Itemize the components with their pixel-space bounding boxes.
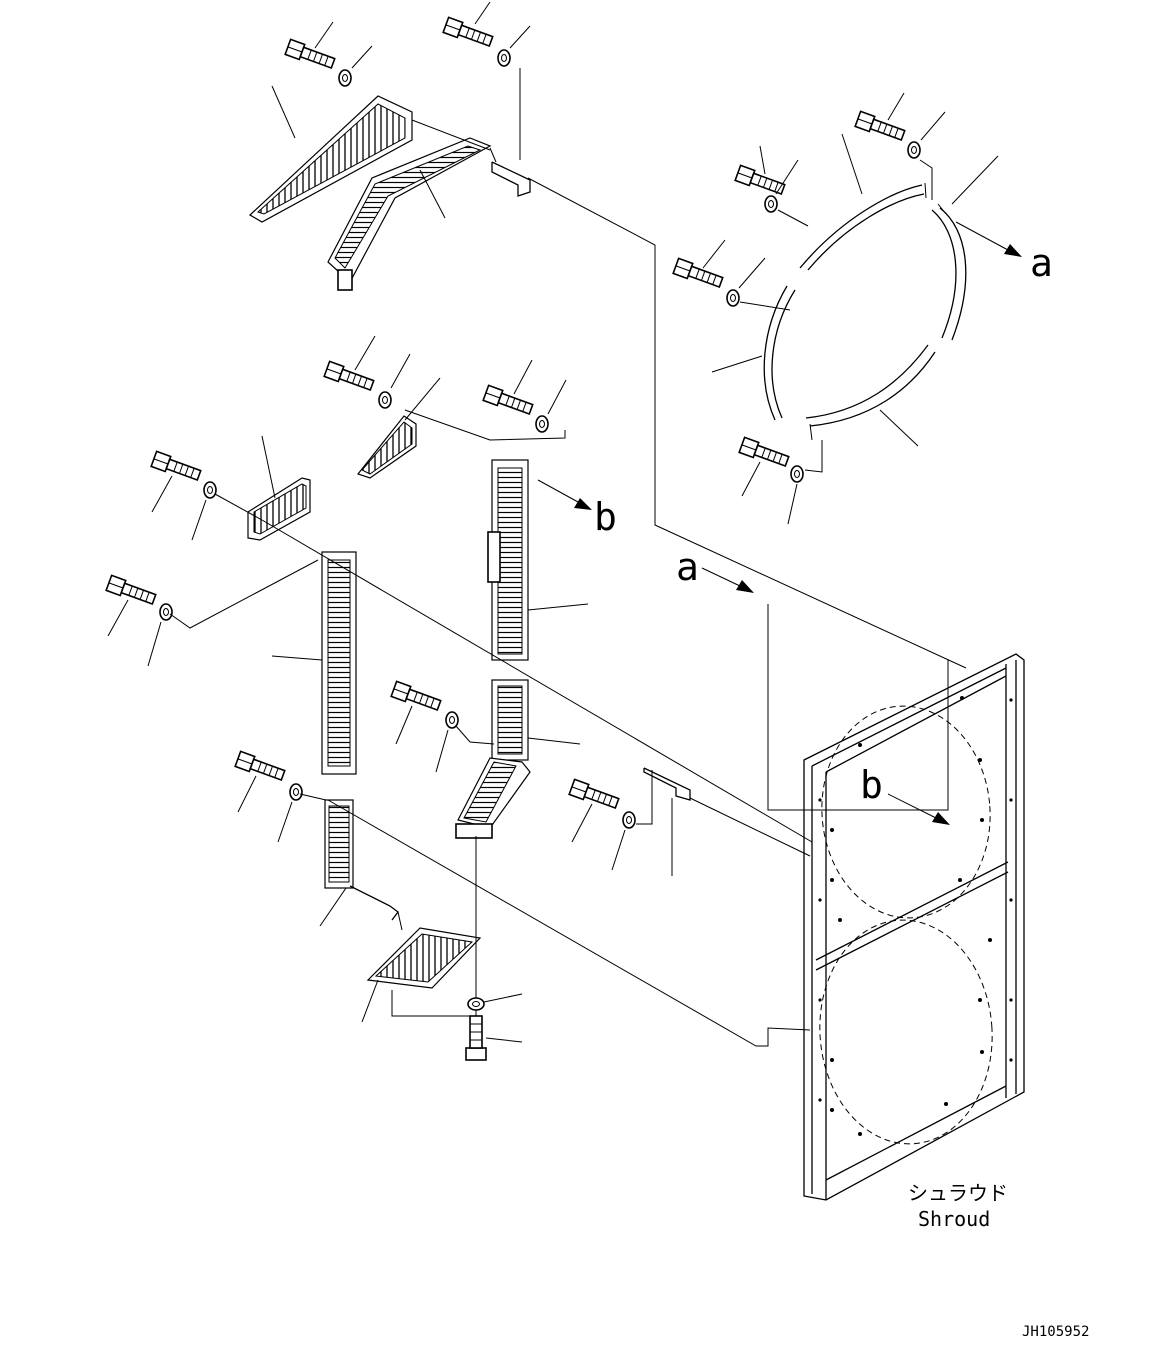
washer-icon: [467, 997, 485, 1011]
bolt-icon: [738, 436, 791, 470]
bolt-icon: [105, 574, 158, 608]
right-bracket-mid: [568, 767, 811, 876]
washer-icon: [535, 415, 549, 433]
upper-cover-left: [248, 85, 413, 223]
vertical-grill-left: [169, 551, 357, 775]
small-cover-center: [356, 377, 441, 479]
washer-icon: [289, 783, 303, 801]
bolt-icon: [442, 16, 495, 50]
upper-cover-right: [327, 137, 492, 291]
view-label-b-frame: b: [860, 763, 883, 807]
bolt-icon: [323, 360, 376, 394]
bolt-icon: [482, 384, 535, 418]
shroud-label-en: Shroud: [918, 1207, 990, 1231]
top-bolt-group: [284, 1, 531, 87]
washer-icon: [622, 811, 636, 829]
upper-bracket: [489, 68, 531, 197]
washer-icon: [764, 195, 778, 213]
small-cover-left: [247, 435, 311, 541]
washer-icon: [159, 603, 173, 621]
bolt-icon: [390, 680, 443, 714]
bolt-icon: [284, 38, 337, 72]
middle-bolt-group: [105, 335, 567, 667]
bolt-icon: [568, 778, 621, 812]
view-label-a-top: a: [1030, 241, 1053, 285]
leader-line: [214, 493, 263, 521]
washer-icon: [790, 465, 804, 483]
bolt-icon: [150, 450, 203, 484]
view-label-a-frame: a: [676, 545, 699, 589]
leader-line: [327, 799, 811, 1047]
washer-icon: [203, 481, 217, 499]
vertical-grill-right-lower: [390, 679, 581, 839]
washer-icon: [338, 69, 352, 87]
bolt-icon: [234, 750, 287, 784]
washer-icon: [378, 391, 392, 409]
washer-icon: [907, 141, 921, 159]
fan-ring-group: [672, 92, 1022, 525]
washer-icon: [726, 289, 740, 307]
bolt-icon: [734, 164, 787, 198]
vertical-grill-right-upper: [404, 409, 592, 661]
leader-line: [261, 519, 813, 843]
bolt-icon: [854, 110, 907, 144]
bolt-icon: [672, 257, 725, 291]
washer-icon: [497, 49, 511, 67]
leader-line: [527, 177, 967, 669]
view-label-b-top: b: [594, 495, 617, 539]
shroud-frame: [803, 653, 1025, 1201]
drawing-number: JH105952: [1022, 1324, 1089, 1340]
lower-grill-group: [234, 750, 523, 1061]
washer-icon: [445, 711, 459, 729]
shroud-label-jp: シュラウド: [908, 1181, 1008, 1205]
